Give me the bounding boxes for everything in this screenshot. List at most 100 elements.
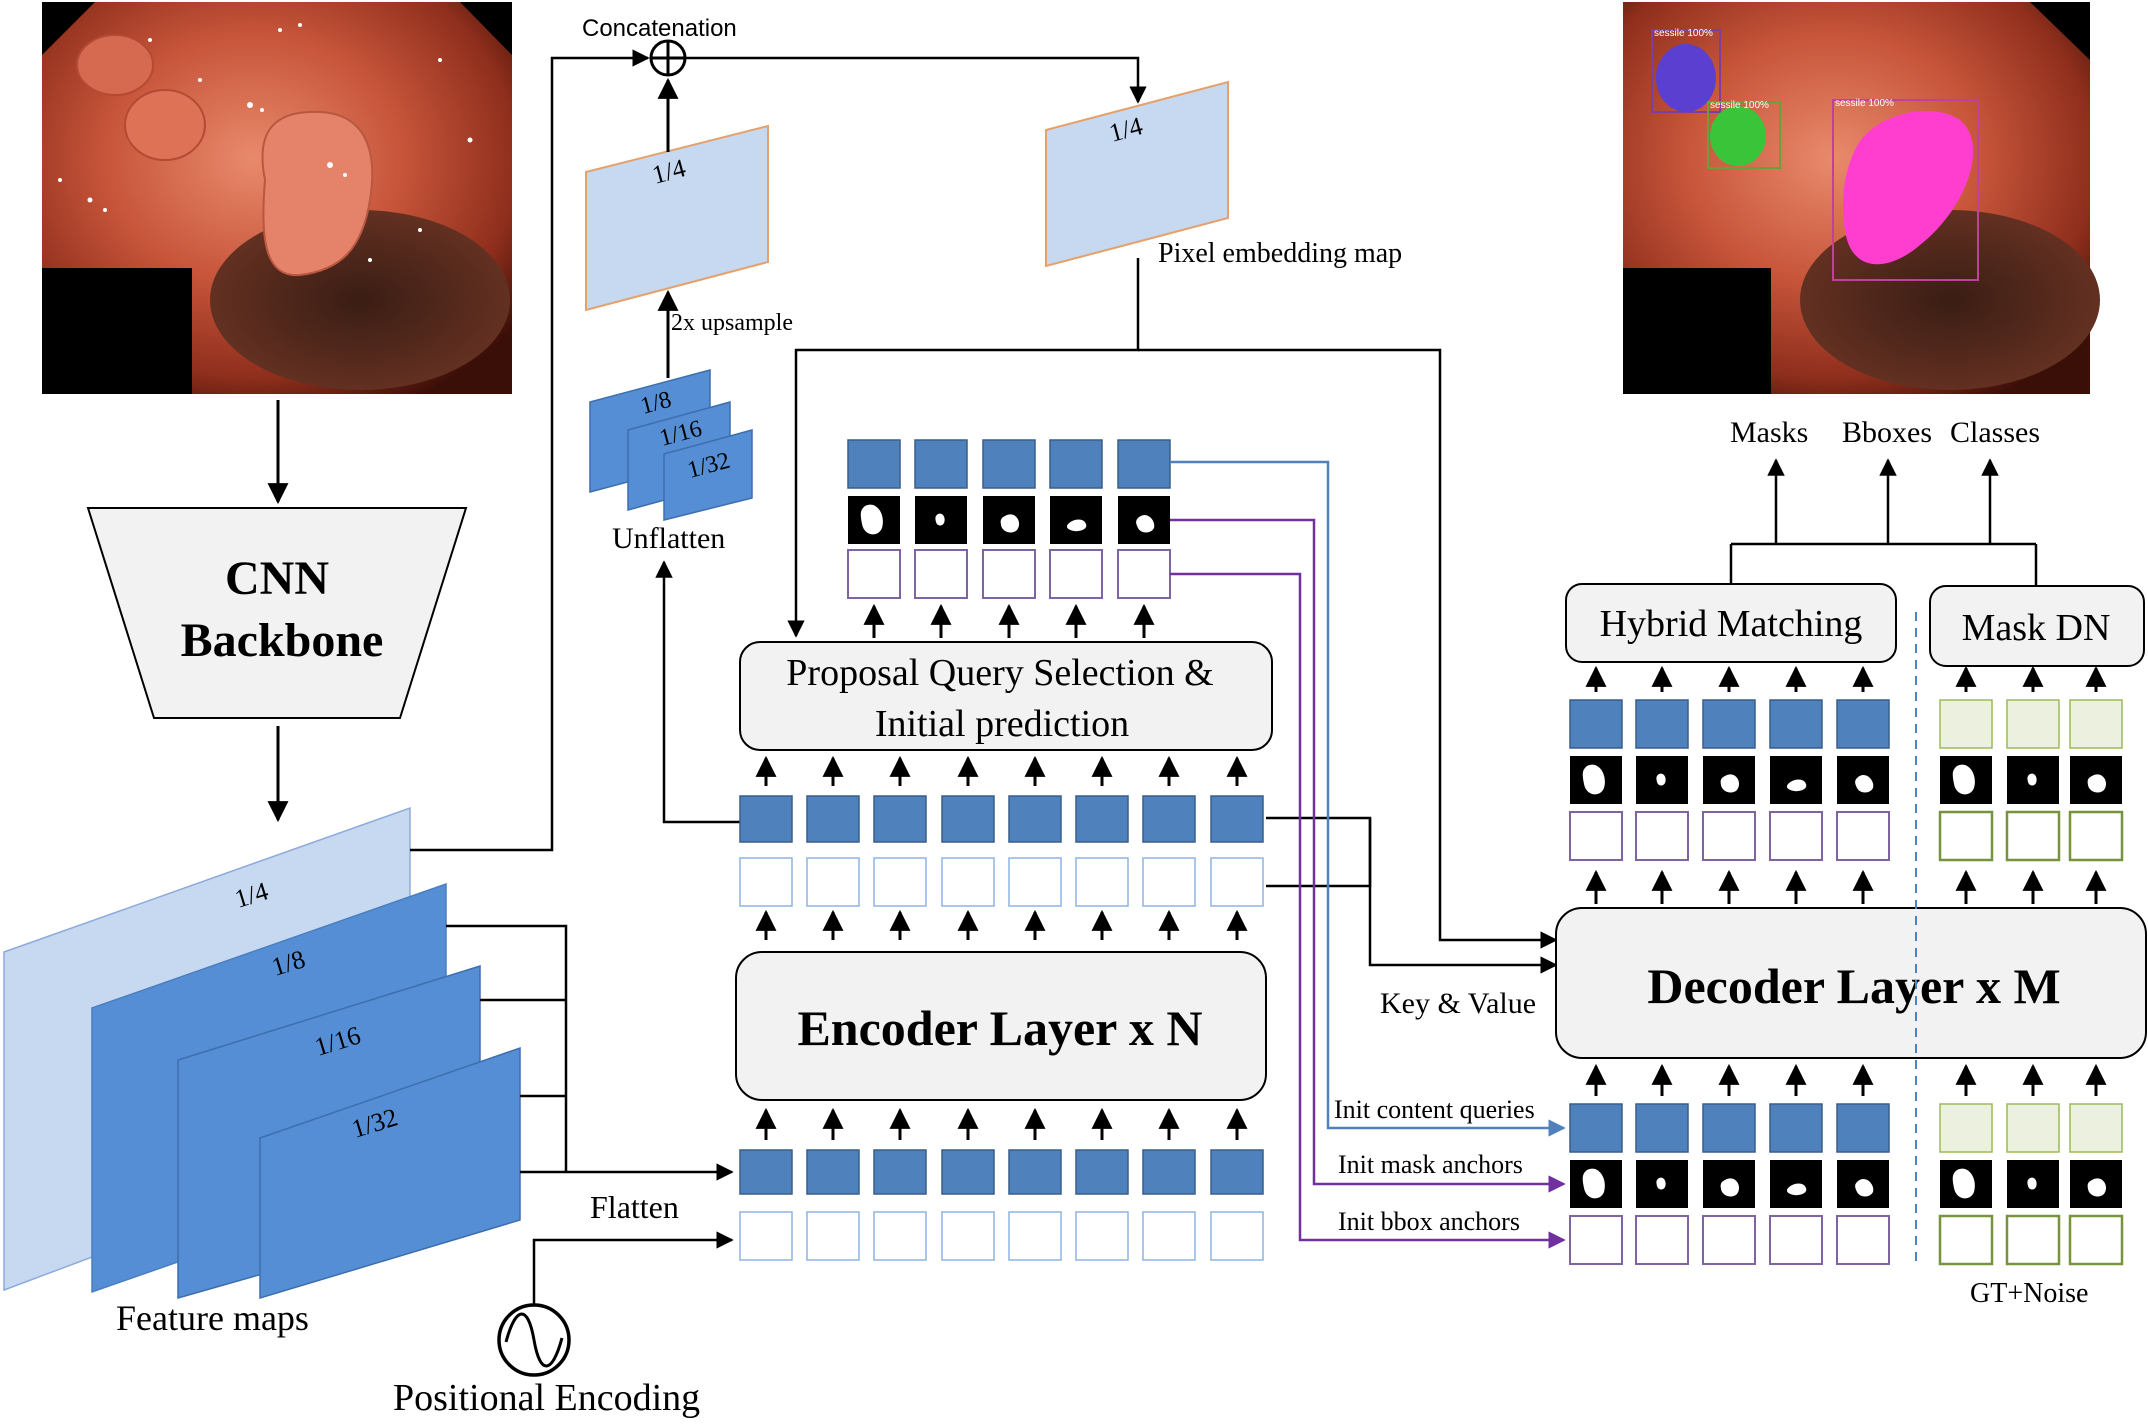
positional-encoding-arrow: [532, 1231, 734, 1305]
proposal-label-line2: Initial prediction: [875, 703, 1129, 745]
decoder-bbox-query: [1769, 1215, 1823, 1265]
dn-bbox-query: [2005, 810, 2061, 862]
feature-maps-stack: 1/4 1/8 1/16 1/32: [3, 806, 521, 1300]
key-value-label: Key & Value: [1380, 987, 1536, 1020]
proposal-content-query: [847, 439, 901, 489]
encoder-output-token: [1075, 795, 1129, 843]
proposal-content-query: [914, 439, 968, 489]
pixel-embedding-map: [1045, 80, 1229, 268]
encoder-position-token: [1210, 1211, 1264, 1261]
mask-blob: [860, 504, 883, 535]
encoder-position-token: [739, 1211, 793, 1261]
quarter-scale-skip-line: [410, 49, 650, 852]
encoder-input-token: [1075, 1149, 1129, 1195]
encoder-output-position-token: [1210, 857, 1264, 907]
bboxes-label: Bboxes: [1842, 416, 1932, 449]
proposal-content-query: [1049, 439, 1103, 489]
proposal-output-queries: [847, 439, 1171, 599]
mask-blob: [2027, 773, 2037, 786]
dn-bbox-query: [1938, 810, 1994, 862]
decoder-label: Decoder Layer x M: [1647, 958, 2060, 1014]
dn-bbox-query: [2005, 1214, 2061, 1266]
dn-bbox-query: [1938, 1214, 1994, 1266]
mask-blob: [1000, 514, 1020, 533]
dn-content-query: [2006, 699, 2060, 749]
decoder-content-query: [1769, 1103, 1823, 1153]
decoder-content-query: [1569, 1103, 1623, 1153]
proposal-bbox-query: [914, 549, 968, 599]
decoder-layer-block: Decoder Layer x M: [1555, 907, 2147, 1059]
mask-blob: [1855, 775, 1874, 793]
key-value-lines: [1266, 816, 1558, 974]
concatenation-label: Concatenation: [582, 15, 737, 42]
cnn-label-line1: CNN: [225, 552, 329, 605]
encoder-input-token: [941, 1149, 995, 1195]
encoder-output-token: [1210, 795, 1264, 843]
decoder-output-queries: [1569, 699, 2124, 862]
cnn-label-line2: Backbone: [181, 614, 384, 667]
decoder-bbox-query: [1635, 811, 1689, 861]
dn-content-query: [2069, 1103, 2123, 1153]
hybrid-matching-label: Hybrid Matching: [1600, 603, 1863, 645]
unflatten-stack: 1/8 1/16 1/32: [589, 369, 753, 521]
decoder-bbox-query: [1702, 1215, 1756, 1265]
encoder-output-position-token: [806, 857, 860, 907]
encoder-input-token: [806, 1149, 860, 1195]
upsample-label: 2x upsample: [671, 310, 793, 336]
prediction-tag-2: sessile 100%: [1710, 100, 1769, 111]
decoder-bbox-query: [1769, 811, 1823, 861]
mask-blob: [1952, 1168, 1975, 1199]
decoder-content-query: [1769, 699, 1823, 749]
proposal-label-line1: Proposal Query Selection &: [786, 652, 1213, 694]
dn-bbox-query: [2068, 810, 2124, 862]
concatenation-symbol: [649, 39, 687, 77]
decoder-bbox-query: [1836, 811, 1890, 861]
mask-blob: [1136, 515, 1155, 533]
mask-blob: [1582, 764, 1605, 795]
flatten-connectors: [446, 924, 734, 1181]
output-prediction-image: sessile 100% sessile 100% sessile 100%: [1623, 2, 2100, 394]
dn-content-query: [2069, 699, 2123, 749]
feature-map-1-32: [259, 1046, 521, 1300]
init-mask-anchors-label: Init mask anchors: [1338, 1150, 1523, 1179]
decoder-bbox-query: [1635, 1215, 1689, 1265]
decoder-content-query: [1702, 1103, 1756, 1153]
encoder-output-token: [941, 795, 995, 843]
encoder-position-token: [941, 1211, 995, 1261]
encoder-input-token: [873, 1149, 927, 1195]
encoder-position-token: [806, 1211, 860, 1261]
decoder-input-queries: [1569, 1103, 2124, 1266]
mask-blob: [1786, 779, 1807, 792]
encoder-output-position-token: [1008, 857, 1062, 907]
positional-encoding-symbol: [497, 1303, 571, 1377]
decoder-content-query: [1702, 699, 1756, 749]
proposal-query-selection-block: Proposal Query Selection & Initial predi…: [739, 641, 1273, 751]
dn-bbox-query: [2068, 1214, 2124, 1266]
encoder-output-position-token: [739, 857, 793, 907]
mask-blob: [2027, 1177, 2037, 1190]
mask-dn-block: Mask DN: [1929, 585, 2145, 667]
encoder-output-token: [1142, 795, 1196, 843]
proposal-content-query: [982, 439, 1036, 489]
mask-dn-label: Mask DN: [1962, 607, 2111, 649]
decoder-bbox-query: [1569, 811, 1623, 861]
dn-content-query: [2006, 1103, 2060, 1153]
encoder-position-token: [1075, 1211, 1129, 1261]
gt-noise-label: GT+Noise: [1970, 1278, 2088, 1309]
prediction-tag-3: sessile 100%: [1835, 98, 1894, 109]
mask-blob: [1952, 764, 1975, 795]
input-endoscopy-image: [42, 2, 512, 394]
encoder-input-token: [739, 1149, 793, 1195]
concat-output-arrow: [685, 56, 1147, 104]
encoder-output-token: [806, 795, 860, 843]
mask-blob: [1656, 773, 1666, 786]
init-bbox-anchors-label: Init bbox anchors: [1338, 1207, 1520, 1236]
decoder-bbox-query: [1836, 1215, 1890, 1265]
encoder-to-unflatten-arrow: [655, 560, 740, 824]
mask-blob: [1066, 519, 1087, 532]
encoder-position-token: [1008, 1211, 1062, 1261]
encoder-output-token: [873, 795, 927, 843]
decoder-content-query: [1635, 1103, 1689, 1153]
encoder-input-token: [1142, 1149, 1196, 1195]
